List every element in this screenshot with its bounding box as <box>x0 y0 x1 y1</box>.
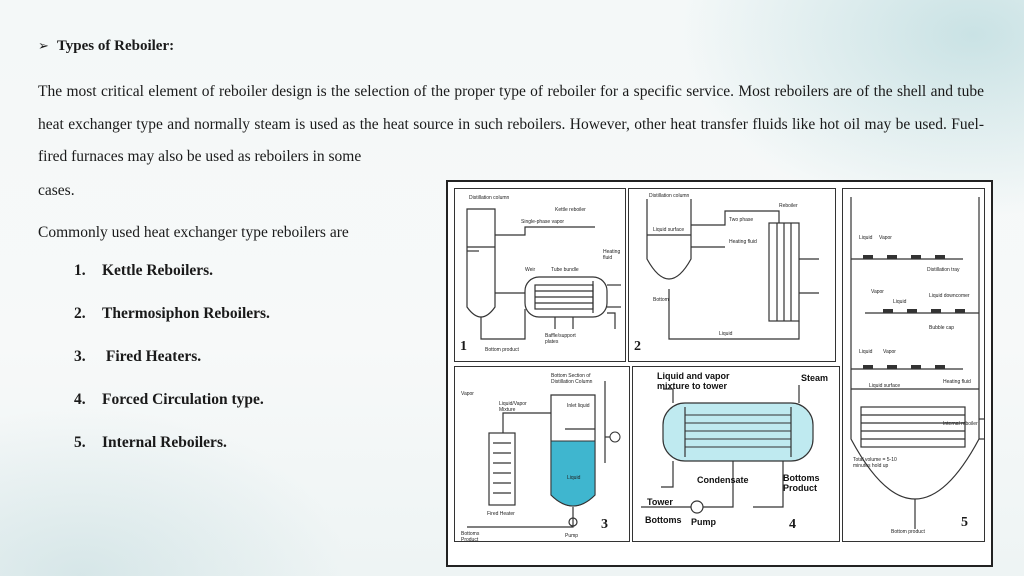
label-liquid-2: Liquid <box>893 299 907 305</box>
label-reboiler: Reboiler <box>779 203 798 209</box>
list-item: 3. Fired Heaters. <box>74 348 202 365</box>
label-single-phase-vapor: Single-phase vapor <box>521 219 565 225</box>
label-condensate: Condensate <box>697 475 749 485</box>
panel-number: 3 <box>601 517 608 532</box>
panel-number: 5 <box>961 515 968 530</box>
label-tube-bundle: Tube bundle <box>551 267 579 273</box>
label-liquid: Liquid <box>859 235 873 241</box>
label-distillation-column: Distillation column <box>649 193 690 199</box>
label-two-phase: Two phase <box>729 217 754 223</box>
heading-text: Types of Reboiler: <box>56 38 175 54</box>
intro-paragraph-tail: cases. <box>38 182 75 199</box>
panel-number: 2 <box>634 339 641 354</box>
label-vapor: Vapor <box>879 235 892 241</box>
label-pump: Pump <box>691 517 717 527</box>
label-total-volume: Total volume = 5-10 minutes hold up <box>853 457 897 469</box>
label-steam: Steam <box>801 373 829 383</box>
label-baffle-plates: Baffle/support plates <box>545 333 576 345</box>
list-item: 5.Internal Reboilers. <box>74 434 227 451</box>
label-vapor: Vapor <box>461 391 474 397</box>
label-bottoms: Bottoms <box>783 473 820 483</box>
label-bottom-section: Bottom Section of Distillation Column <box>551 373 593 385</box>
label-liquid-vapor: Liquid and vapor <box>657 371 730 381</box>
label-liquid: Liquid <box>567 475 581 481</box>
list-item: 1.Kettle Reboilers. <box>74 262 214 279</box>
forced-circulation-diagram: Liquid and vapor mixture to tower Steam … <box>632 366 840 542</box>
panel-number: 1 <box>460 339 467 354</box>
thermosiphon-reboiler-diagram: Distillation column Reboiler Two phase L… <box>628 188 836 362</box>
list-item: 2.Thermosiphon Reboilers. <box>74 305 270 322</box>
section-heading: ➢ Types of Reboiler: <box>38 38 174 55</box>
reboiler-types-list: 1.Kettle Reboilers. 2.Thermosiphon Reboi… <box>74 262 270 477</box>
label-heating-fluid: Heating fluid <box>603 249 621 261</box>
label-bottom: Bottom <box>653 297 669 303</box>
label-liquid-downcomer: Liquid downcomer <box>929 293 970 299</box>
label-product: Product <box>783 483 818 493</box>
label-liquid-surface: Liquid surface <box>653 227 685 233</box>
types-intro: Commonly used heat exchanger type reboil… <box>38 224 349 241</box>
label-tower: Tower <box>647 497 673 507</box>
kettle-reboiler-drawing <box>466 208 621 340</box>
label-fired-heater: Fired Heater <box>487 511 515 517</box>
fired-heater-drawing <box>467 381 621 528</box>
label-bubble-cap: Bubble cap <box>929 325 955 331</box>
fired-heater-diagram: Bottom Section of Distillation Column Va… <box>454 366 630 542</box>
label-pump: Pump <box>565 533 579 539</box>
label-distillation-column: Distillation column <box>469 195 510 201</box>
label-bottoms-inlet: Bottoms <box>645 515 682 525</box>
intro-paragraph: The most critical element of reboiler de… <box>38 83 984 165</box>
label-bottom-product: Bottom product <box>891 529 925 535</box>
kettle-reboiler-diagram: Distillation column Kettle reboiler Sing… <box>454 188 626 362</box>
label-vapor-2: Vapor <box>871 289 884 295</box>
label-heating-fluid: Heating fluid <box>729 239 757 245</box>
label-internal-reboiler: Internal reboiler <box>943 421 978 427</box>
label-weir: Weir <box>525 267 536 273</box>
label-liquid: Liquid <box>719 331 733 337</box>
label-distillation-tray: Distillation tray <box>927 267 960 273</box>
panel-number: 4 <box>789 517 796 532</box>
thermosiphon-reboiler-drawing <box>646 199 819 340</box>
label-liquid-3: Liquid <box>859 349 873 355</box>
internal-reboiler-drawing <box>850 197 984 529</box>
label-bottom-product: Bottom product <box>485 347 519 353</box>
reboiler-diagrams-figure: Distillation column Kettle reboiler Sing… <box>446 180 993 567</box>
label-inlet-liquid: Inlet liquid <box>567 403 590 409</box>
label-liquid-surface: Liquid surface <box>869 383 901 389</box>
label-liquid-vapor-mixture: Liquid/Vapor Mixture <box>499 401 527 413</box>
list-item: 4.Forced Circulation type. <box>74 391 264 408</box>
label-heating-fluid: Heating fluid <box>943 379 971 385</box>
label-mixture-to-tower: mixture to tower <box>657 381 728 391</box>
arrow-bullet-icon: ➢ <box>38 39 49 54</box>
forced-circulation-drawing <box>641 385 814 514</box>
label-vapor-3: Vapor <box>883 349 896 355</box>
internal-reboiler-diagram: Liquid Vapor Distillation tray Vapor Liq… <box>842 188 985 542</box>
label-bottoms-product: Bottoms Product <box>461 531 480 542</box>
label-kettle-reboiler: Kettle reboiler <box>555 207 586 213</box>
